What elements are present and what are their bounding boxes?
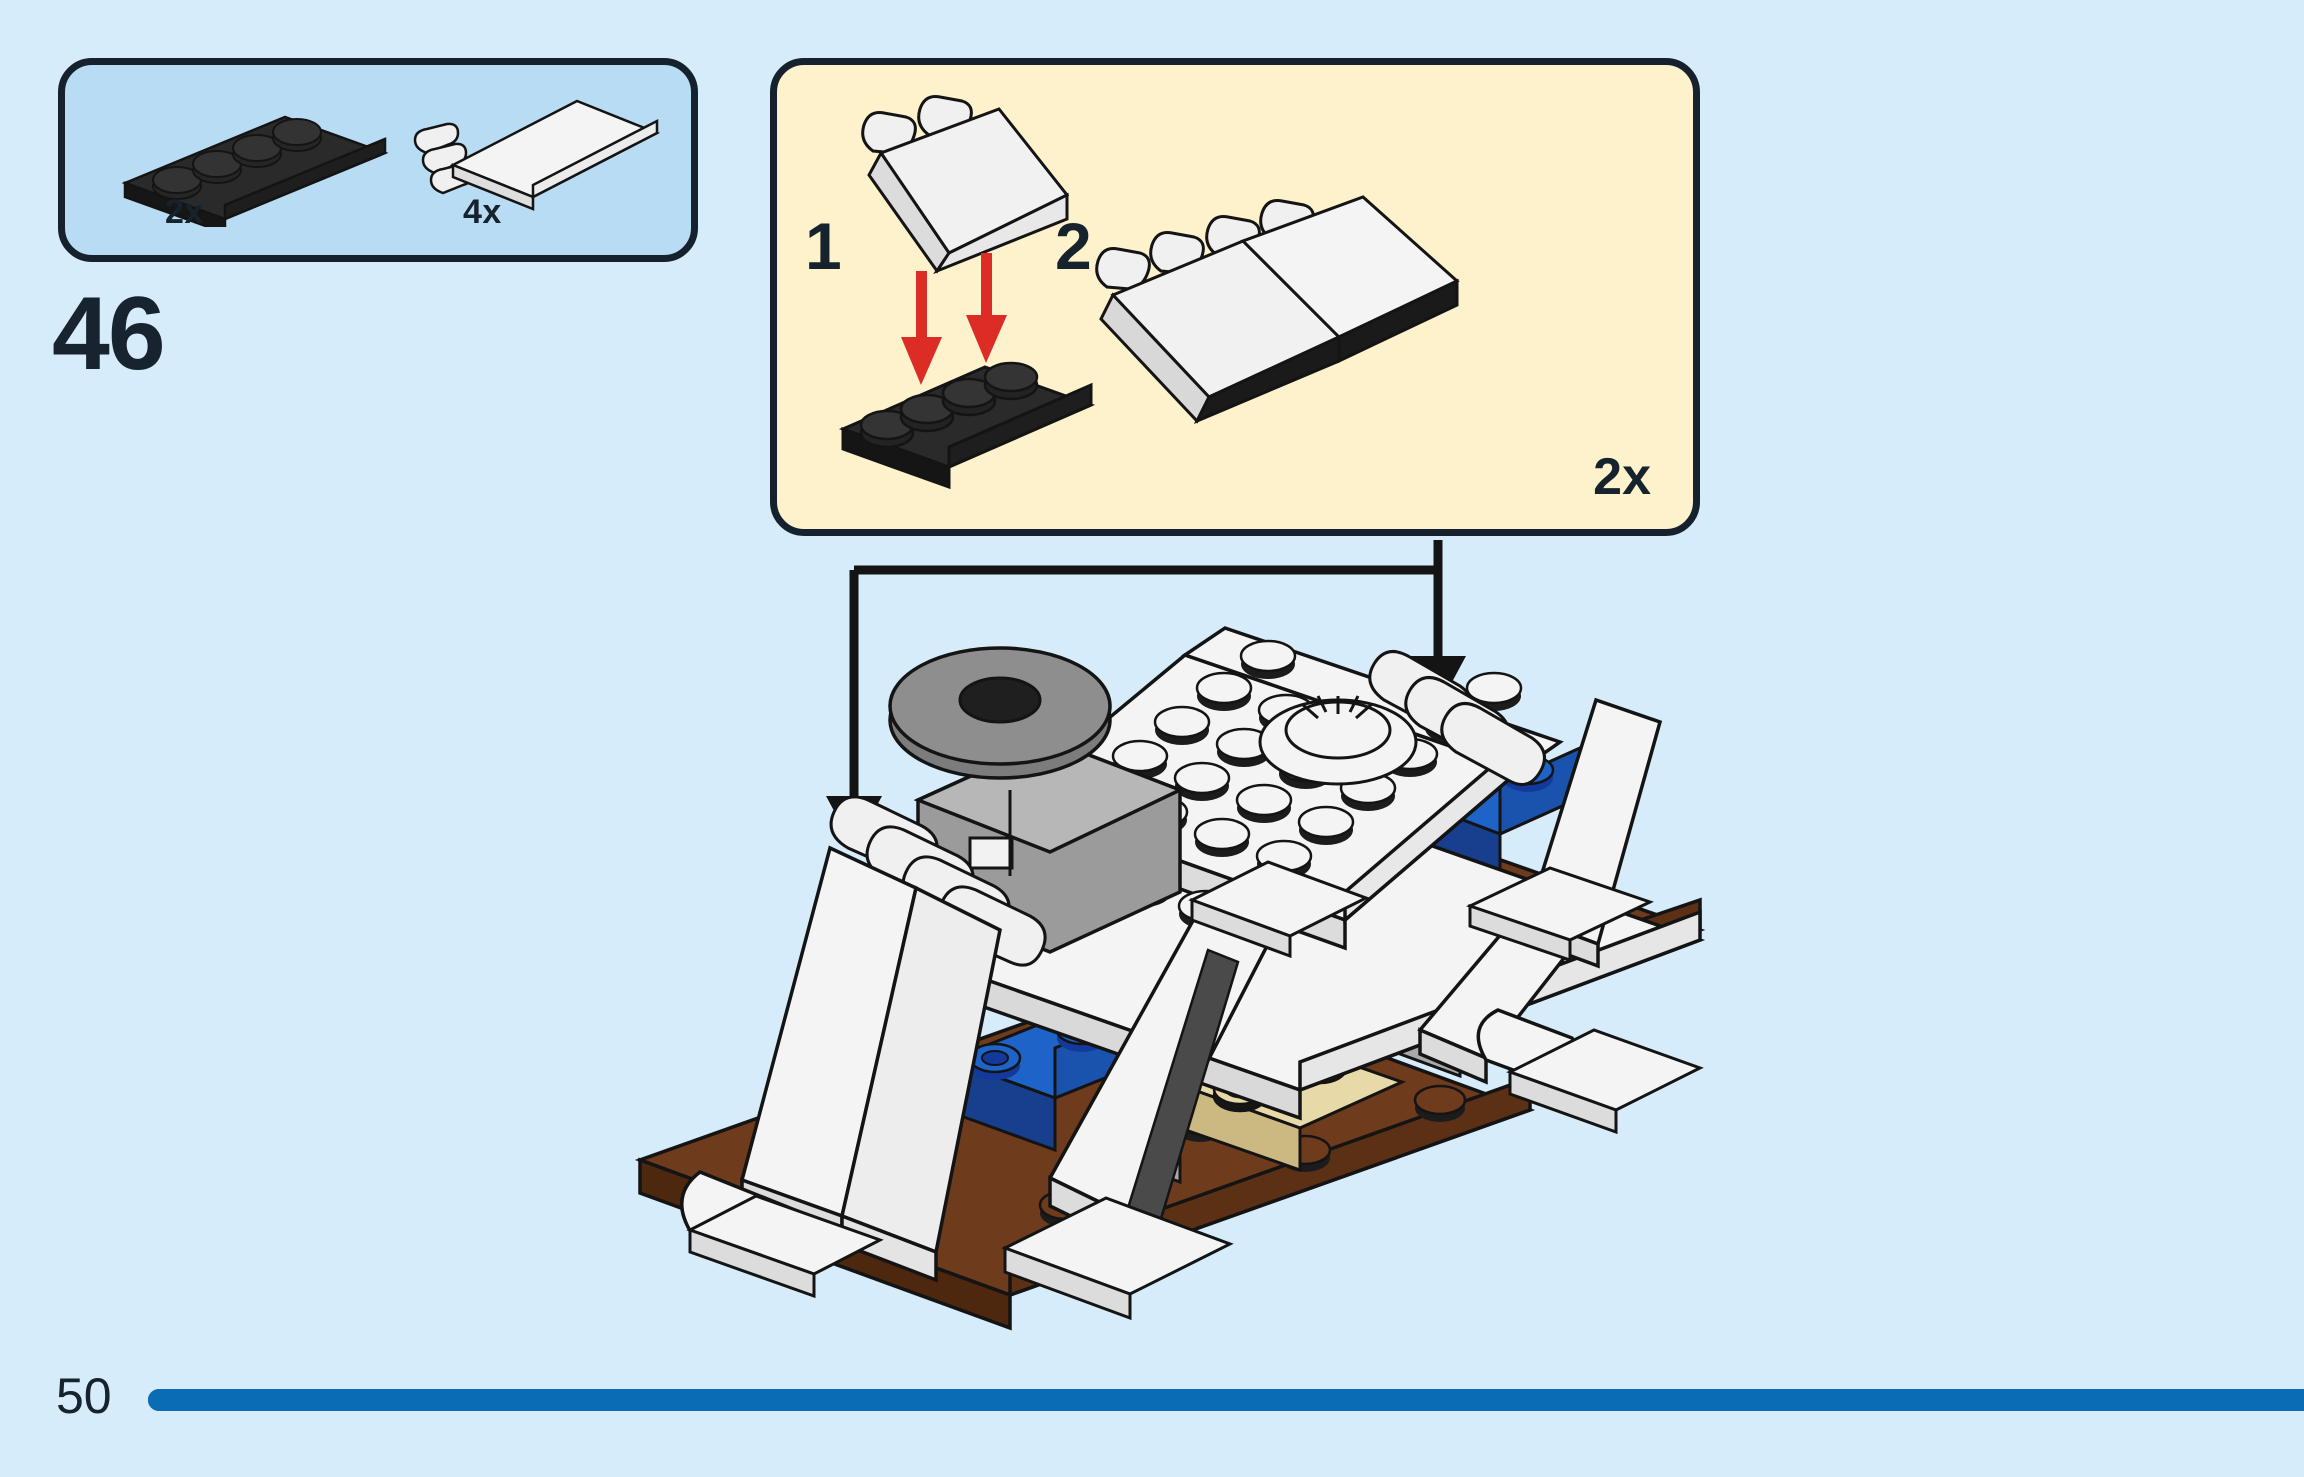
interior-blue-center bbox=[1225, 940, 1450, 1065]
substep-2-illustration bbox=[1095, 195, 1460, 424]
plate-right-rear bbox=[1466, 866, 1654, 963]
ridge-tile-center bbox=[1188, 860, 1370, 959]
callout-arrow-left bbox=[826, 796, 882, 848]
step-number: 46 bbox=[52, 276, 166, 392]
interior-red-lever bbox=[1232, 747, 1328, 966]
part-quantity-label: 2x bbox=[165, 193, 204, 231]
substep-label-1: 1 bbox=[805, 209, 842, 283]
substep-label-2: 2 bbox=[1055, 209, 1092, 283]
baseplate-back-brown bbox=[999, 798, 1706, 1073]
roof-panel-right bbox=[1417, 885, 1603, 1085]
placement-arrow bbox=[901, 253, 1007, 385]
interior-gray-bricks bbox=[1128, 980, 1504, 1185]
roof-panel-left-nose bbox=[679, 1170, 815, 1277]
progress-bar bbox=[148, 1389, 2304, 1411]
baseplate-front-brown bbox=[634, 973, 1536, 1331]
tile-left-base bbox=[686, 1194, 884, 1299]
round-plate-detail bbox=[1258, 695, 1418, 786]
subassembly-callout-box: 1 2 bbox=[770, 58, 1700, 536]
tile-center-base bbox=[1001, 1196, 1234, 1321]
roof-deck-white bbox=[924, 808, 1706, 1121]
roof-panel-left bbox=[739, 845, 1002, 1283]
hinge-bar-left bbox=[829, 795, 1047, 967]
callout-arrow-right bbox=[1410, 656, 1466, 708]
parts-callout-box: 2x 4x bbox=[58, 58, 698, 262]
progress-bar-fill bbox=[148, 1389, 2304, 1411]
part-plate-clips-white: 4x bbox=[395, 65, 685, 255]
hinge-bar-right bbox=[1368, 650, 1546, 786]
dark-gray-bar bbox=[1126, 948, 1240, 1224]
part-plate-1x4-black: 2x bbox=[95, 65, 389, 255]
interior-blue-left bbox=[945, 1009, 1150, 1153]
interior-green-tile bbox=[928, 1093, 954, 1147]
page-number: 50 bbox=[56, 1368, 112, 1424]
tile-right-base bbox=[1506, 1028, 1704, 1135]
studded-deck-white bbox=[1006, 626, 1564, 951]
slope-top-right bbox=[1525, 697, 1663, 969]
part-quantity-label: 4x bbox=[463, 193, 502, 231]
roof-panel-right-nose bbox=[1476, 1008, 1582, 1090]
roof-panel-center bbox=[1047, 892, 1300, 1247]
subassembly-quantity-label: 2x bbox=[1593, 448, 1651, 506]
gray-cylinder-motor bbox=[888, 646, 1185, 954]
substep-1-illustration bbox=[838, 95, 1096, 490]
interior-tan-console bbox=[1175, 1038, 1407, 1173]
interior-blue-right bbox=[1406, 745, 1584, 889]
